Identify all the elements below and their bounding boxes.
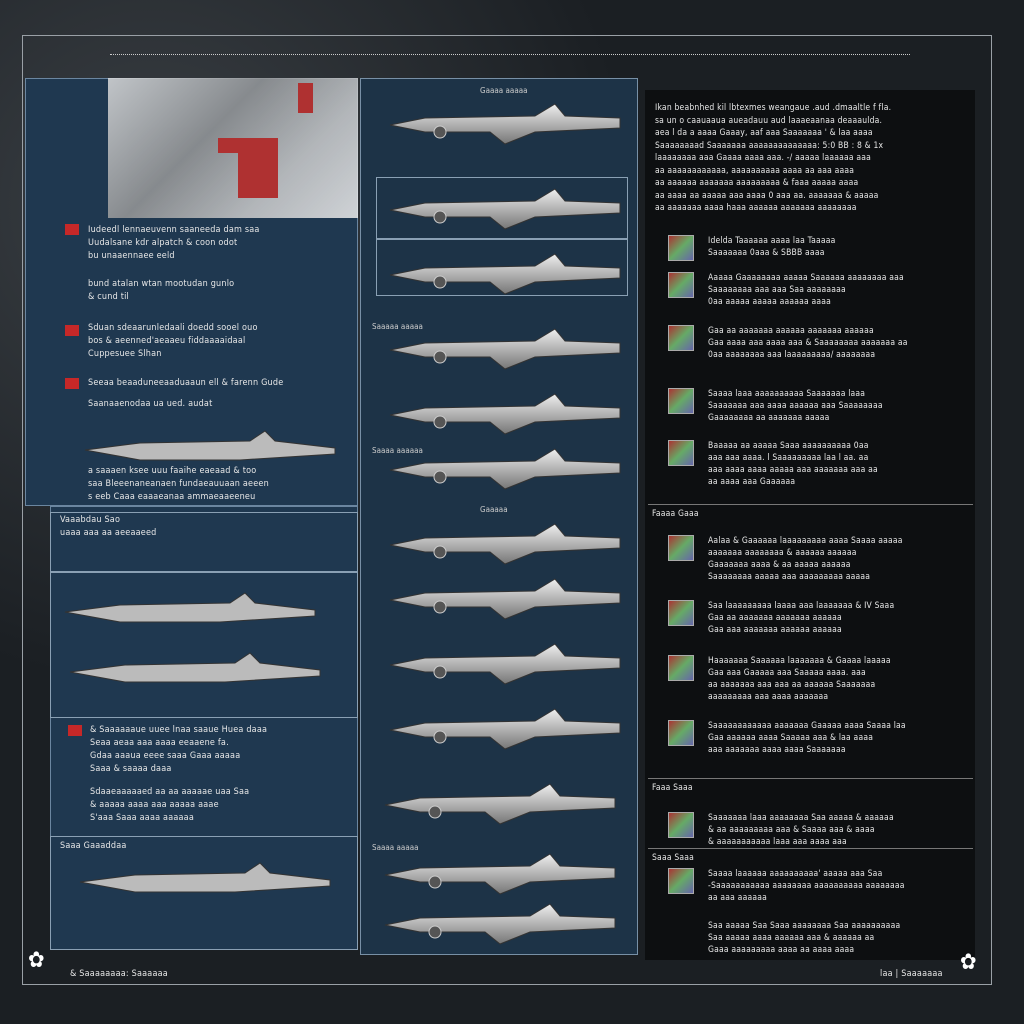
section-divider [648, 778, 973, 779]
left-cell [50, 836, 358, 950]
section-divider [648, 504, 973, 505]
weapon-illustration [64, 592, 316, 623]
section-heading: Faaaa Gaaa [652, 509, 699, 519]
weapon-illustration [389, 578, 621, 620]
left-text-block: Iudeedl lennaeuvenn saaneeda dam saa Uud… [88, 225, 260, 261]
weapon-illustration [384, 903, 616, 945]
left-text-block: Vaaabdau Sao uaaa aaa aa aeeaaeed [60, 515, 157, 538]
item-text: Saaaa laaa aaaaaaaaaa Saaaaaaa laaa Saaa… [708, 389, 883, 423]
weapon-illustration [389, 253, 621, 295]
red-marker-icon [65, 325, 79, 336]
left-text-block: Sduan sdeaarunledaali doedd sooel ouo bo… [88, 323, 258, 359]
weapon-illustration [389, 708, 621, 750]
red-marker-icon [65, 224, 79, 235]
poster-frame [22, 35, 992, 985]
header-dotted-line [110, 45, 910, 55]
weapon-caption: Saaaaa aaaaa [372, 322, 423, 331]
left-text-block: & Saaaaaaue uuee lnaa saaue Huea daaa Se… [90, 725, 268, 774]
intro-text: Ikan beabnhed kil lbtexmes weangaue .aud… [655, 103, 892, 213]
item-text: Saaaaaaa laaa aaaaaaaa Saa aaaaa & aaaaa… [708, 813, 894, 847]
weapon-illustration [389, 393, 621, 435]
rosette-ornament-icon: ✿ [960, 950, 977, 975]
left-text-block: bund atalan wtan mootudan gunlo & cund t… [88, 279, 235, 302]
item-text: Saa laaaaaaaaa laaaa aaa laaaaaaa & IV S… [708, 601, 895, 635]
thumbnail-image [668, 812, 694, 838]
left-text-block: Saaa Gaaaddaa [60, 841, 127, 851]
thumbnail-image [668, 868, 694, 894]
weapon-illustration [84, 430, 336, 461]
weapon-cell [376, 239, 628, 296]
map-image [108, 78, 358, 218]
thumbnail-image [668, 720, 694, 746]
thumbnail-image [668, 325, 694, 351]
item-text: Saaaa laaaaaa aaaaaaaaaa' aaaaa aaa Saa … [708, 869, 905, 903]
thumbnail-image [668, 440, 694, 466]
section-heading: Faaa Saaa [652, 783, 693, 793]
left-text-block: a saaaen ksee uuu faaihe eaeaad & too sa… [88, 466, 269, 502]
weapon-illustration [69, 652, 321, 683]
item-text: Aalaa & Gaaaaaa laaaaaaaaa aaaa Saaaa aa… [708, 536, 903, 582]
thumbnail-image [668, 235, 694, 261]
item-text: Saa aaaaa Saa Saaa aaaaaaaa Saa aaaaaaaa… [708, 921, 901, 955]
left-cell [50, 572, 358, 718]
right-text-panel [645, 90, 975, 960]
item-text: Saaaaaaaaaaaa aaaaaaa Gaaaaa aaaa Saaaa … [708, 721, 906, 755]
weapon-caption: Gaaaa aaaaa [480, 86, 528, 95]
left-text-block: Sdaaeaaaaaed aa aa aaaaae uaa Saa & aaaa… [90, 787, 250, 823]
weapon-illustration [389, 188, 621, 230]
item-text: Baaaaa aa aaaaa Saaa aaaaaaaaaa 0aa aaa … [708, 441, 878, 487]
weapon-illustration [389, 523, 621, 565]
section-divider [648, 848, 973, 849]
weapon-caption: Gaaaaa [480, 505, 508, 514]
thumbnail-image [668, 535, 694, 561]
red-marker-icon [65, 378, 79, 389]
weapon-illustration [389, 643, 621, 685]
item-text: Idelda Taaaaaa aaaa laa Taaaaa Saaaaaaa … [708, 236, 836, 258]
weapon-caption: Saaaa aaaaa [372, 843, 419, 852]
thumbnail-image [668, 388, 694, 414]
left-text-block: Saanaaenodaa ua ued. audat [88, 399, 213, 409]
weapon-illustration [384, 853, 616, 895]
item-text: Gaa aa aaaaaaa aaaaaa aaaaaaa aaaaaa Gaa… [708, 326, 908, 360]
thumbnail-image [668, 272, 694, 298]
weapon-illustration [389, 448, 621, 490]
thumbnail-image [668, 655, 694, 681]
footer-left-text: & Saaaaaaaa: Saaaaaa [70, 969, 168, 979]
section-heading: Saaa Saaa [652, 853, 695, 863]
weapon-illustration [79, 862, 331, 893]
footer-right-text: laa | Saaaaaaa [880, 969, 943, 979]
thumbnail-image [668, 600, 694, 626]
weapon-caption: Saaaa aaaaaa [372, 446, 423, 455]
red-marker-icon [68, 725, 82, 736]
weapon-illustration [389, 103, 621, 145]
weapon-cell [376, 177, 628, 239]
item-text: Haaaaaaa Saaaaaa laaaaaaa & Gaaaa laaaaa… [708, 656, 891, 702]
weapon-illustration [384, 783, 616, 825]
rosette-ornament-icon: ✿ [28, 948, 45, 973]
left-text-block: Seeaa beaaduneeaaduaaun ell & farenn Gud… [88, 378, 284, 388]
weapon-illustration [389, 328, 621, 370]
left-cell [50, 512, 358, 572]
item-text: Aaaaa Gaaaaaaaa aaaaa Saaaaaa aaaaaaaa a… [708, 273, 904, 307]
